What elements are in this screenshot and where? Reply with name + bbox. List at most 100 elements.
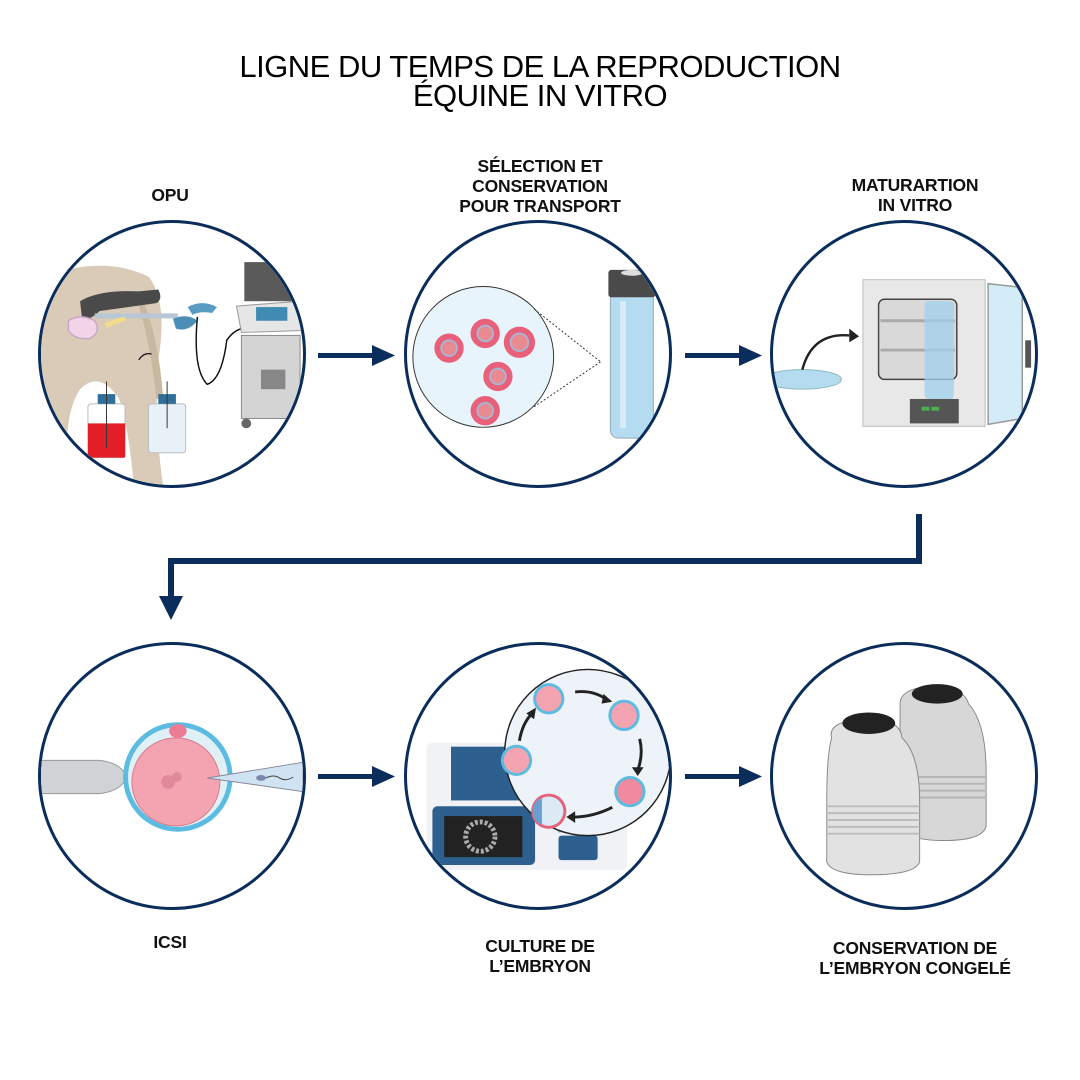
- horse-tail: [134, 291, 164, 399]
- label-line: SÉLECTION ET: [477, 156, 603, 176]
- oocytes: [434, 318, 536, 426]
- ultrasound-panel: [260, 369, 286, 390]
- wrap-arrow-head: [159, 596, 183, 620]
- control-panel: [909, 398, 959, 424]
- follicle: [104, 316, 126, 328]
- zoom-line-top: [533, 308, 601, 363]
- embryo-morula: [614, 776, 646, 808]
- arrow-3-head: [372, 766, 395, 787]
- injection-needle: [207, 761, 303, 793]
- label-line: OPU: [151, 185, 189, 205]
- wrap-arrow-vertical-right: [916, 514, 922, 564]
- step-circle-icsi: [38, 642, 306, 910]
- cycle-arrow: [573, 805, 613, 819]
- embryo-4-cell: [608, 699, 640, 732]
- arrow-2-shaft: [685, 353, 741, 358]
- ultrasound-cable: [195, 316, 252, 386]
- step-circle-maturation: [770, 220, 1038, 488]
- cycle-arrowhead: [631, 767, 644, 776]
- oocyte-cytoplasm: [131, 737, 221, 827]
- cycle-arrowhead: [526, 707, 537, 720]
- label-line: L’EMBRYON: [489, 956, 591, 976]
- hand-glove: [172, 316, 198, 330]
- label-line: CONSERVATION DE: [832, 938, 998, 958]
- step-label-maturation: MATURARTION IN VITRO: [770, 175, 1060, 215]
- pronucleus: [172, 772, 182, 782]
- ultrasound-screen: [256, 307, 288, 321]
- embryo-zygote: [533, 683, 565, 715]
- sperm-tail: [265, 775, 294, 781]
- arrow-1-shaft: [318, 353, 374, 358]
- step-circle-frozen: [770, 642, 1038, 910]
- polar-body: [169, 724, 187, 738]
- cycle-arrowhead: [601, 693, 613, 704]
- culture-illustration: MIRI TL 12: [426, 668, 669, 870]
- frozen-illustration: [826, 684, 987, 876]
- label-line: CULTURE DE: [485, 936, 595, 956]
- embryo-stages: [500, 683, 646, 829]
- arrow-3-shaft: [318, 774, 374, 779]
- arrow-1-head: [372, 345, 395, 366]
- label-line: MATURARTION: [851, 175, 979, 195]
- cycle-arrowhead: [566, 811, 576, 823]
- dish-wells: [463, 819, 498, 854]
- arrow-2-head: [739, 345, 762, 366]
- oocyte: [503, 326, 536, 358]
- led-indicator: [921, 406, 930, 411]
- page-title: LIGNE DU TEMPS DE LA REPRODUCTION ÉQUINE…: [0, 49, 1080, 113]
- label-line: POUR TRANSPORT: [459, 196, 621, 216]
- door-handle: [1025, 340, 1032, 368]
- flow-arrow: [138, 352, 152, 361]
- vial: [609, 290, 654, 439]
- label-line: CONSERVATION: [472, 176, 608, 196]
- inner-glass-door: [924, 301, 954, 399]
- transfer-arrowhead: [849, 328, 860, 343]
- oocyte: [470, 396, 500, 426]
- probe-handle: [80, 289, 161, 320]
- vial-cap: [608, 269, 656, 298]
- keypad: [558, 835, 598, 861]
- petri-dish: [773, 369, 842, 390]
- label-line: ICSI: [153, 932, 187, 952]
- wheel: [241, 418, 252, 429]
- step-label-icsi: ICSI: [100, 932, 240, 952]
- pronucleus: [161, 775, 175, 789]
- hand-glove-2: [187, 303, 217, 315]
- vial-highlight: [620, 301, 626, 429]
- maturation-illustration: [773, 279, 1032, 427]
- ultrasound-monitor: [244, 262, 303, 302]
- step-circle-opu: [38, 220, 306, 488]
- title-line-2: ÉQUINE IN VITRO: [412, 78, 668, 113]
- wheel: [285, 418, 296, 429]
- label-line: L’EMBRYON CONGELÉ: [819, 958, 1011, 978]
- oocyte: [434, 333, 464, 363]
- title-line-1: LIGNE DU TEMPS DE LA REPRODUCTION: [239, 49, 841, 84]
- magnified-view: [412, 286, 555, 428]
- step-label-culture: CULTURE DE L’EMBRYON: [400, 936, 680, 976]
- arrow-4-head: [739, 766, 762, 787]
- step-label-selection: SÉLECTION ET CONSERVATION POUR TRANSPORT: [380, 156, 700, 216]
- embryo-oocyte: [500, 744, 533, 776]
- step-label-frozen: CONSERVATION DE L’EMBRYON CONGELÉ: [750, 938, 1080, 978]
- embryo-blastocyst: [531, 793, 567, 829]
- wrap-arrow-vertical-left: [168, 558, 174, 598]
- sperm-head: [256, 775, 266, 781]
- vial-cap-top: [621, 269, 643, 276]
- oocyte: [483, 361, 513, 392]
- led-indicator: [931, 406, 940, 411]
- dewar-front: [826, 712, 921, 876]
- selection-illustration: [412, 269, 656, 439]
- step-circle-culture: MIRI TL 12: [404, 642, 672, 910]
- step-label-opu: OPU: [80, 185, 260, 205]
- oocyte: [470, 318, 500, 349]
- wrap-arrow-horizontal: [168, 558, 922, 564]
- zoom-line-bottom: [533, 361, 601, 408]
- label-line: IN VITRO: [877, 195, 953, 215]
- transfer-arrow: [801, 334, 850, 370]
- icsi-illustration: [41, 722, 303, 832]
- holding-pipette: [41, 759, 125, 795]
- opu-illustration: [41, 262, 303, 485]
- step-circle-selection: [404, 220, 672, 488]
- ovary: [67, 316, 99, 340]
- arrow-4-shaft: [685, 774, 741, 779]
